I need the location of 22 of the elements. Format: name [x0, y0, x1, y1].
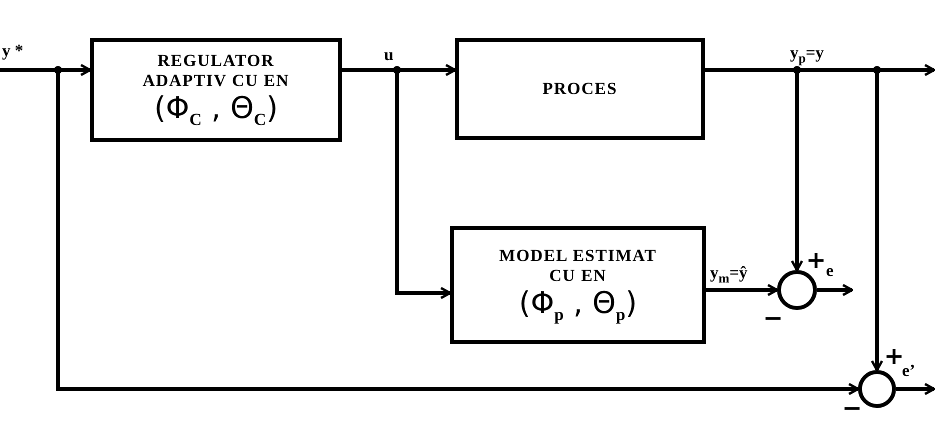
block-title: PROCES: [542, 78, 618, 100]
process-box: [455, 38, 705, 140]
parameter-label: (Φ$_{p}$ , Θ$_{p}$): [518, 286, 638, 324]
signal-label: y$_{m}$=ŷ: [710, 264, 748, 284]
signal-label: u: [384, 46, 394, 63]
arrow: [0, 68, 860, 396]
process-box: [450, 226, 706, 344]
sign-label: −: [842, 396, 862, 420]
signal-label: e: [826, 262, 834, 279]
block-title: REGULATOR ADAPTIV CU EN: [142, 50, 290, 92]
sign-label: −: [763, 306, 784, 330]
sign-label: +: [806, 248, 826, 272]
parameter-label: (Φ$_{C}$ , Θ$_{C}$): [154, 92, 278, 130]
arrow: [817, 284, 854, 296]
signal-label: e’: [902, 362, 916, 379]
arrow: [706, 284, 778, 296]
signal-label: y *: [2, 42, 24, 59]
block-title: MODEL ESTIMAT CU EN: [498, 246, 658, 287]
process-box: [90, 38, 342, 142]
sign-label: +: [884, 344, 904, 368]
arrow: [896, 382, 936, 396]
signal-label: y$_{p}$=y: [790, 44, 824, 64]
